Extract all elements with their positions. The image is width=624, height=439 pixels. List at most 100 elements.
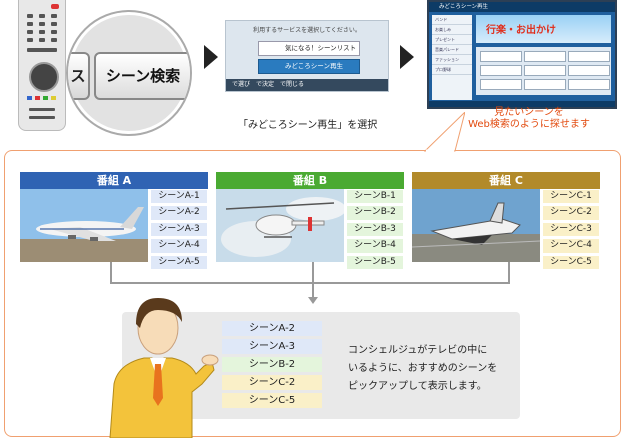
- scene-item[interactable]: シーンC-4: [542, 238, 600, 253]
- remote-key[interactable]: [29, 116, 55, 119]
- tv-sidebar-item[interactable]: 音楽パレード: [432, 45, 472, 55]
- helicopter-image: [216, 189, 344, 262]
- picked-scene[interactable]: シーンA-3: [222, 339, 322, 354]
- arrow-right-icon: [204, 45, 218, 69]
- tv-grid: [476, 47, 611, 95]
- remote-key[interactable]: [51, 30, 57, 34]
- scene-list: シーンB-1 シーンB-2 シーンB-3 シーンB-4 シーンB-5: [346, 189, 404, 271]
- scene-item[interactable]: シーンC-3: [542, 222, 600, 237]
- remote-key[interactable]: [39, 22, 45, 26]
- connector-line: [508, 262, 510, 284]
- program-b: 番組 B シーンB-1 シーンB-2 シーンB-3 シーンB-4 シーンB-5: [216, 172, 404, 262]
- tv-sidebar: バンド お楽しみ プレゼント 音楽パレード ファッション プロ野球: [432, 15, 472, 100]
- tv-sidebar-item[interactable]: ファッション: [432, 55, 472, 65]
- remote-key[interactable]: [51, 14, 57, 18]
- caption-select: 「みどころシーン再生」を選択: [238, 116, 377, 131]
- magnifier: ス シーン検索: [66, 10, 192, 136]
- tv-tile[interactable]: [568, 51, 610, 62]
- caption-web-line: Web検索のように探せます: [459, 119, 599, 131]
- arrow-right-icon: [400, 45, 414, 69]
- tv-tile[interactable]: [480, 65, 522, 76]
- caption-web-search: 見たいシーンを Web検索のように探せます: [459, 107, 599, 131]
- space-shuttle-image: [412, 189, 540, 262]
- remote-key[interactable]: [51, 38, 57, 42]
- arrow-down-icon: [308, 297, 318, 304]
- scene-item[interactable]: シーンA-2: [150, 205, 208, 220]
- yellow-key[interactable]: [51, 96, 56, 100]
- tv-sidebar-item[interactable]: プレゼント: [432, 35, 472, 45]
- power-button[interactable]: [51, 4, 59, 9]
- remote-key[interactable]: [39, 38, 45, 42]
- remote-key[interactable]: [29, 108, 55, 111]
- remote-key[interactable]: [27, 14, 33, 18]
- connector-line: [312, 262, 314, 284]
- remote-key[interactable]: [39, 14, 45, 18]
- picked-scene[interactable]: シーンB-2: [222, 357, 322, 372]
- scene-item[interactable]: シーンA-5: [150, 255, 208, 270]
- scene-item[interactable]: シーンA-3: [150, 222, 208, 237]
- red-key[interactable]: [35, 96, 40, 100]
- scene-search-key[interactable]: シーン検索: [94, 52, 192, 100]
- remote-key[interactable]: [27, 30, 33, 34]
- green-key[interactable]: [43, 96, 48, 100]
- tv-sidebar-item[interactable]: お楽しみ: [432, 25, 472, 35]
- remote-key[interactable]: [27, 22, 33, 26]
- program-title: 番組 C: [412, 172, 600, 189]
- remote-key[interactable]: [27, 48, 57, 52]
- picked-scene[interactable]: シーンC-2: [222, 375, 322, 390]
- connector-line: [312, 282, 314, 298]
- scene-item[interactable]: シーンA-4: [150, 238, 208, 253]
- concierge-text-line: コンシェルジュがテレビの中に: [348, 342, 518, 360]
- remote-key[interactable]: [39, 30, 45, 34]
- scene-item[interactable]: シーンB-3: [346, 222, 404, 237]
- remote-key[interactable]: [51, 22, 57, 26]
- scene-item[interactable]: シーンB-2: [346, 205, 404, 220]
- concierge-text-line: ピックアップして表示します。: [348, 378, 518, 396]
- picked-scene[interactable]: シーンC-5: [222, 393, 322, 408]
- program-a: 番組 A シーンA-1 シーンA-2 シーンA-3 シーンA-4 シーンA-5: [20, 172, 208, 262]
- concierge-text-line: いるように、おすすめのシーンを: [348, 360, 518, 378]
- tv-tile[interactable]: [524, 79, 566, 90]
- tv-screen: みどころシーン再生 バンド お楽しみ プレゼント 音楽パレード ファッション プ…: [427, 0, 617, 109]
- program-c: 番組 C シーンC-1 シーンC-2 シーンC-3 シーンC-4 シーンC-5: [412, 172, 600, 262]
- menu-footer: で選び で決定 で閉じる: [226, 79, 388, 91]
- tv-sidebar-item[interactable]: プロ野球: [432, 65, 472, 75]
- scene-item[interactable]: シーンB-5: [346, 255, 404, 270]
- scene-item[interactable]: シーンB-1: [346, 189, 404, 204]
- scene-item[interactable]: シーンC-5: [542, 255, 600, 270]
- scene-item[interactable]: シーンC-1: [542, 189, 600, 204]
- menu-item-highlight-playback[interactable]: みどころシーン再生: [258, 59, 360, 74]
- connector-line: [110, 282, 510, 284]
- scene-item[interactable]: シーンB-4: [346, 238, 404, 253]
- scene-item[interactable]: シーンA-1: [150, 189, 208, 204]
- tv-tile[interactable]: [480, 51, 522, 62]
- concierge-person-icon: [100, 288, 220, 438]
- airplane-image: [20, 189, 148, 262]
- tv-tile[interactable]: [568, 65, 610, 76]
- menu-title: 利用するサービスを選択してください。: [226, 25, 388, 34]
- scene-list: シーンA-1 シーンA-2 シーンA-3 シーンA-4 シーンA-5: [150, 189, 208, 271]
- concierge-description: コンシェルジュがテレビの中に いるように、おすすめのシーンを ピックアップして表…: [348, 342, 518, 396]
- tv-banner: 行楽・お出かけ: [476, 15, 611, 43]
- tv-tile[interactable]: [568, 79, 610, 90]
- picked-scene[interactable]: シーンA-2: [222, 321, 322, 336]
- blue-key[interactable]: [27, 96, 32, 100]
- menu-item-scene-list[interactable]: 気になる！シーンリスト: [258, 41, 360, 56]
- tv-tile[interactable]: [480, 79, 522, 90]
- partial-key: ス: [68, 52, 90, 100]
- dpad[interactable]: [29, 62, 59, 92]
- service-menu: 利用するサービスを選択してください。 気になる！シーンリスト みどころシーン再生…: [225, 20, 389, 92]
- remote-control: [18, 0, 66, 131]
- program-title: 番組 A: [20, 172, 208, 189]
- tv-tile[interactable]: [524, 65, 566, 76]
- tv-tile[interactable]: [524, 51, 566, 62]
- scene-list: シーンC-1 シーンC-2 シーンC-3 シーンC-4 シーンC-5: [542, 189, 600, 271]
- caption-web-line: 見たいシーンを: [459, 107, 599, 119]
- panel-pointer: [415, 112, 465, 152]
- tv-banner-title: 行楽・お出かけ: [486, 21, 556, 36]
- remote-key[interactable]: [27, 38, 33, 42]
- program-title: 番組 B: [216, 172, 404, 189]
- scene-item[interactable]: シーンC-2: [542, 205, 600, 220]
- tv-sidebar-item[interactable]: バンド: [432, 15, 472, 25]
- tv-header: みどころシーン再生: [429, 2, 615, 12]
